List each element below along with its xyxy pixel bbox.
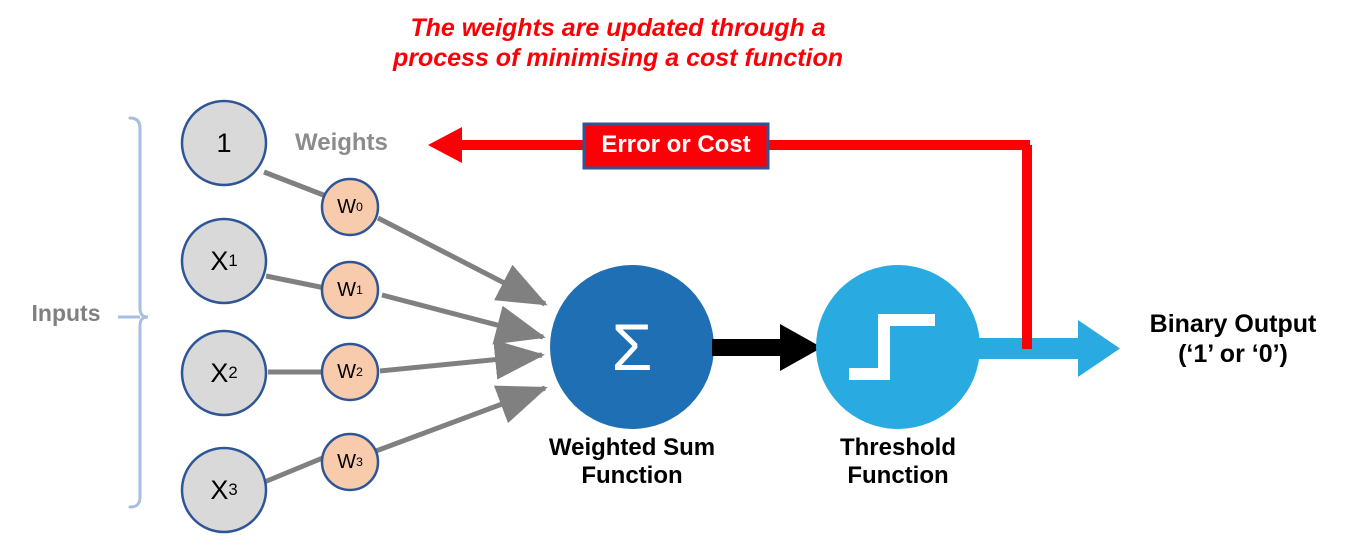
- sigma-icon: Σ: [611, 310, 653, 384]
- input-label-bias: 1: [216, 127, 232, 158]
- arrow-w3-sum: [375, 385, 548, 454]
- weight-node-w0[interactable]: [320, 177, 380, 237]
- input-weight-connectors: [261, 169, 327, 486]
- binary-output-arrow: [962, 320, 1120, 377]
- input-node-x1[interactable]: [180, 217, 268, 305]
- arrow-w1-sum: [381, 292, 546, 345]
- connector-x1-w1: [265, 273, 326, 291]
- binary-output-label: Binary Output(‘1’ or ‘0’): [1149, 310, 1317, 368]
- inputs-label: Inputs: [31, 300, 101, 326]
- error-feedback-path: [428, 127, 1032, 349]
- weight-nodes: [320, 177, 380, 492]
- threshold-node[interactable]: [816, 265, 980, 429]
- input-node-x3[interactable]: [180, 446, 268, 534]
- input-nodes: [180, 99, 268, 534]
- step-function-icon: [849, 314, 935, 380]
- connector-x3-w3: [261, 454, 326, 486]
- arrow-w2-sum: [379, 339, 545, 380]
- inputs-brace: [128, 116, 149, 509]
- input-node-x2[interactable]: [180, 329, 268, 417]
- connector-x0-w0: [263, 169, 327, 199]
- weights-label: Weights: [295, 129, 388, 156]
- weight-sum-arrows: [375, 215, 548, 454]
- arrow-sum-to-threshold: [712, 324, 822, 371]
- weight-node-w2[interactable]: [320, 342, 380, 402]
- weight-node-w3[interactable]: [320, 432, 380, 492]
- error-cost-label: Error or Cost: [601, 131, 751, 158]
- weighted-sum-node[interactable]: [550, 265, 714, 429]
- error-cost-box[interactable]: [582, 122, 770, 170]
- weight-node-w1[interactable]: [320, 260, 380, 320]
- arrow-w0-sum: [376, 215, 548, 307]
- input-node-bias[interactable]: [180, 99, 268, 187]
